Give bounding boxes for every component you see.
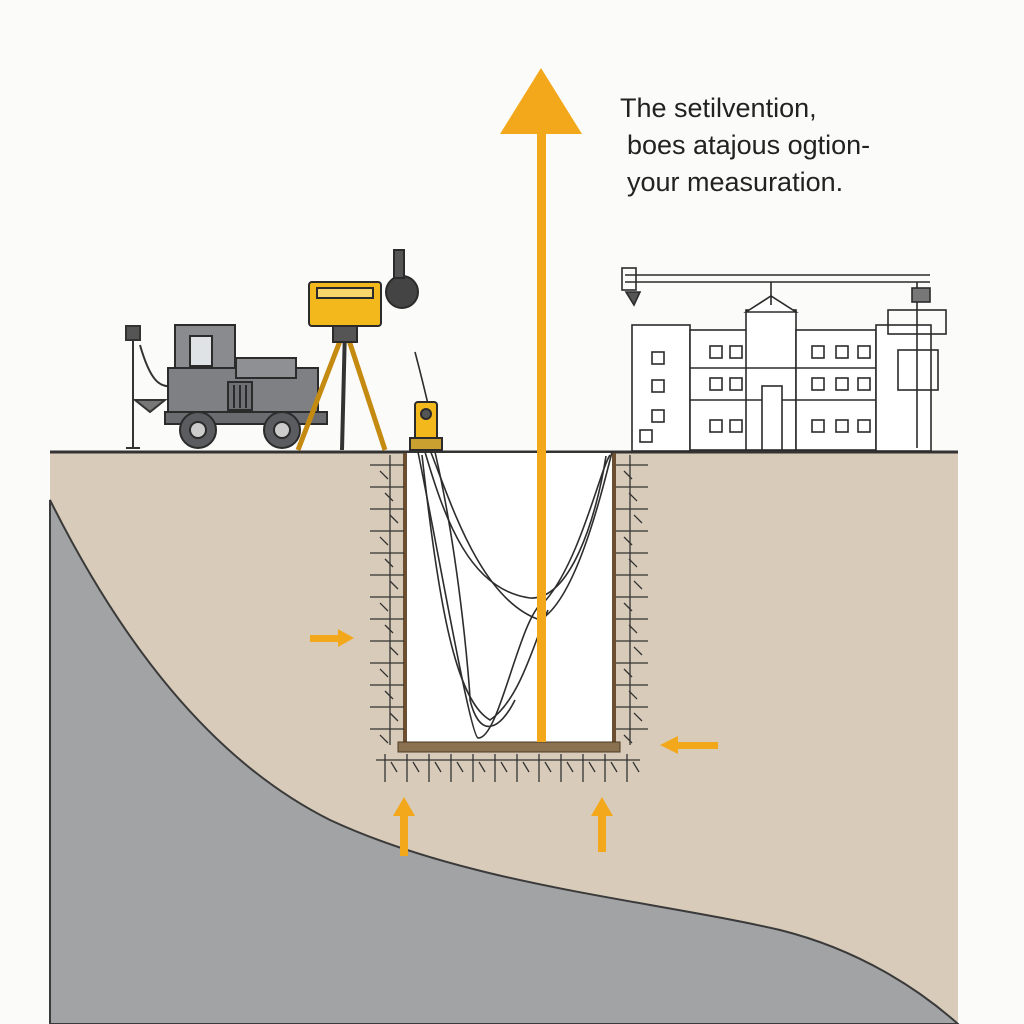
pressure-arrow-icon bbox=[591, 797, 613, 852]
pressure-arrow-icon bbox=[393, 797, 415, 856]
cable bbox=[421, 454, 549, 721]
pressure-arrow-icon bbox=[660, 736, 718, 754]
crane-icon bbox=[621, 267, 947, 448]
caption-line-3: your measuration. bbox=[627, 167, 844, 197]
caption-line-1: The setilvention, bbox=[620, 93, 817, 123]
trench-floor bbox=[397, 741, 621, 753]
cable bbox=[434, 451, 516, 728]
cable bbox=[417, 451, 611, 739]
right-wall-hatching bbox=[616, 455, 648, 745]
caption-text: The setilvention, boes atajous ogtion- y… bbox=[612, 90, 942, 201]
lamp-post-icon bbox=[125, 325, 176, 449]
pressure-arrow-icon bbox=[310, 629, 354, 647]
left-wall-hatching bbox=[370, 455, 404, 745]
pressure-arrows bbox=[310, 629, 718, 856]
floor-hatching bbox=[376, 754, 640, 782]
bedrock-layer bbox=[49, 499, 960, 1024]
caption-line-2: boes atajous ogtion- bbox=[627, 130, 871, 160]
survey-instrument-icon bbox=[295, 249, 419, 451]
trench-void bbox=[405, 453, 615, 745]
trench bbox=[370, 453, 648, 782]
vertical-arrow-icon bbox=[500, 68, 582, 742]
total-station-icon bbox=[409, 401, 443, 451]
excavator-icon bbox=[164, 324, 328, 449]
building-icon bbox=[631, 295, 932, 452]
cable bbox=[424, 451, 607, 599]
